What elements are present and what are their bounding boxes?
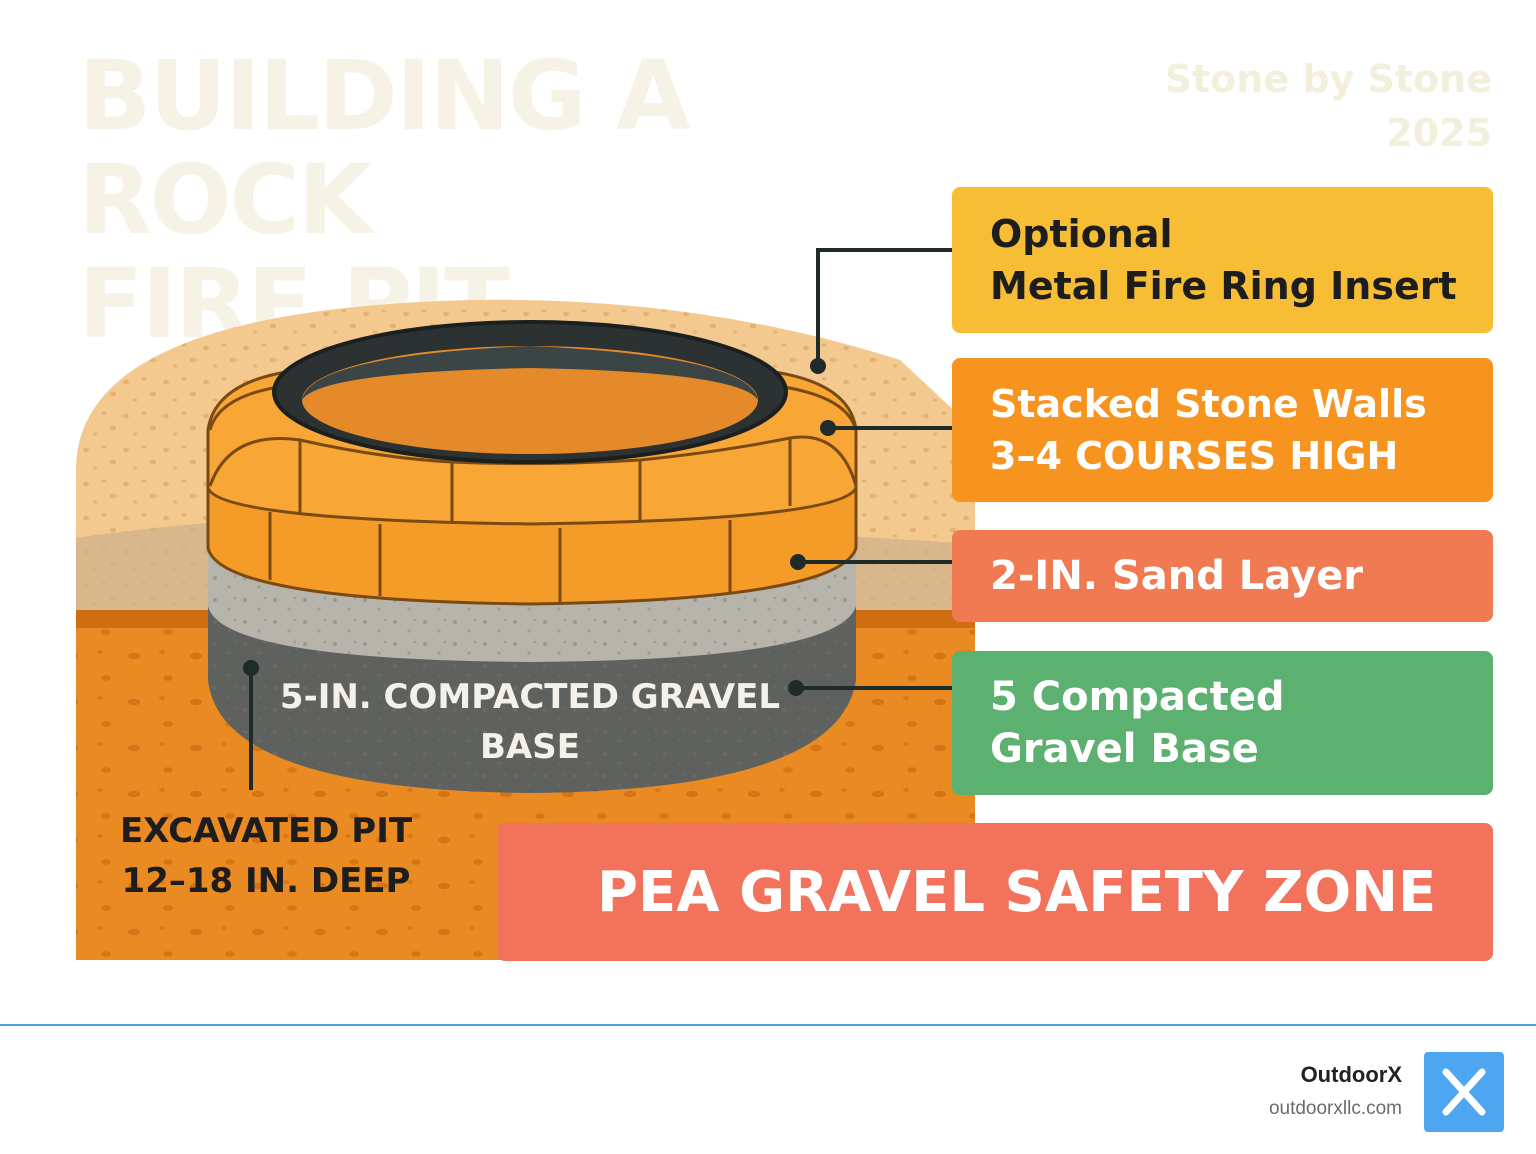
label-gravel-base-line-2: Gravel Base [990, 726, 1259, 772]
footer-url-link[interactable]: outdoorxllc.com [1268, 1098, 1402, 1119]
metal-ring-shape [272, 320, 788, 464]
label-fire-ring: Optional Metal Fire Ring Insert [952, 187, 1493, 333]
label-stone-walls: Stacked Stone Walls 3–4 COURSES HIGH [952, 358, 1493, 502]
excavated-pit-line-2: 12–18 IN. DEEP [121, 861, 411, 901]
tagline-line-1: Stone by Stone [1164, 57, 1492, 101]
label-gravel-base-line-1: 5 Compacted [990, 674, 1285, 720]
label-stone-walls-line-2: 3–4 COURSES HIGH [990, 434, 1399, 478]
label-safety-zone-text: PEA GRAVEL SAFETY ZONE [597, 859, 1437, 925]
gravel-base-label-line-1: 5-IN. COMPACTED GRAVEL [279, 677, 781, 717]
title-line-1: BUILDING A ROCK [78, 40, 690, 256]
label-fire-ring-line-2: Metal Fire Ring Insert [990, 264, 1457, 308]
leader-dots [243, 358, 836, 696]
x-glyph-icon [1442, 1068, 1486, 1116]
x-logo-icon[interactable] [1424, 1052, 1504, 1132]
label-fire-ring-line-1: Optional [990, 212, 1173, 256]
label-gravel-base: 5 Compacted Gravel Base [952, 651, 1493, 795]
label-sand-layer-line-1: 2-IN. Sand Layer [990, 553, 1363, 599]
footer-divider [0, 1024, 1536, 1026]
excavated-pit-label: EXCAVATED PIT 12–18 IN. DEEP [96, 806, 436, 906]
gravel-base-label: 5-IN. COMPACTED GRAVEL BASE [270, 672, 790, 772]
tagline-line-2: 2025 [1386, 111, 1492, 155]
leader-lines [249, 248, 952, 790]
excavated-pit-line-1: EXCAVATED PIT [119, 811, 413, 851]
gravel-base-label-line-2: BASE [480, 727, 580, 767]
label-sand-layer: 2-IN. Sand Layer [952, 530, 1493, 622]
label-stone-walls-line-1: Stacked Stone Walls [990, 382, 1427, 426]
label-safety-zone: PEA GRAVEL SAFETY ZONE [497, 823, 1493, 961]
footer-brand: OutdoorX [1300, 1062, 1402, 1087]
tagline: Stone by Stone 2025 [1165, 52, 1492, 160]
